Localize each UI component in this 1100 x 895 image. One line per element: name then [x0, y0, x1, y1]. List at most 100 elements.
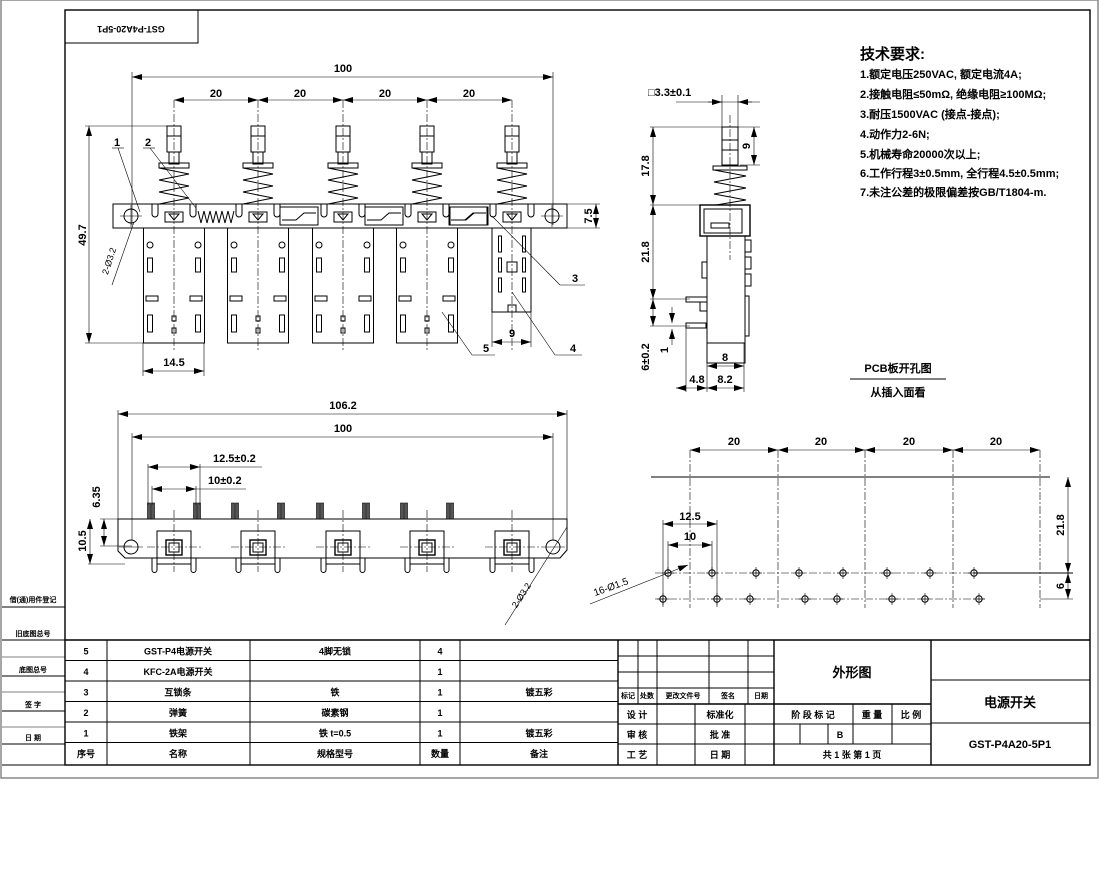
terminal-pin — [147, 502, 151, 520]
interlock-slider — [449, 206, 489, 226]
bom-cell-spec: 碳素钢 — [321, 707, 348, 718]
bom-cell-seq: 4 — [83, 667, 88, 677]
bom-cell-spec: 铁 t=0.5 — [319, 728, 351, 739]
terminal — [255, 327, 261, 334]
body-hole — [399, 241, 407, 249]
sheet-count: 共 1 张 第 1 页 — [823, 749, 882, 760]
body-slot — [442, 295, 456, 302]
interlock-cam — [451, 212, 485, 221]
terminal-pin — [193, 502, 197, 520]
dim-stem-length: 9 — [741, 143, 753, 149]
pcb-hole-layout: PCB板开孔图 从插入面看 20 20 20 20 21.8 6 12.5 10… — [589, 361, 1073, 608]
bom-cell-name: 弹簧 — [169, 707, 187, 718]
date-label: 日 期 — [710, 749, 731, 760]
tech-item: 3.耐压1500VAC (接点-接点); — [860, 107, 1000, 121]
return-spring — [411, 167, 443, 205]
stamp-label: 签 字 — [24, 700, 41, 709]
body-hole — [363, 241, 371, 249]
bom-cell-name: 铁架 — [169, 728, 187, 739]
body-slot — [279, 257, 285, 273]
body-slot — [498, 235, 502, 253]
body-hole — [315, 241, 323, 249]
stamp-label: 日 期 — [25, 733, 41, 742]
pcb-pitch: 20 — [815, 436, 827, 448]
body-window — [506, 261, 518, 273]
body-slot — [522, 235, 526, 253]
bom-header-seq: 序号 — [77, 748, 95, 759]
body-hole — [194, 241, 202, 249]
dim-holes: 2-Ø3.2 — [510, 581, 533, 610]
tech-item: 7.未注公差的极限偏差按GB/T1804-m. — [860, 185, 1046, 199]
body-slot — [522, 257, 526, 273]
terminal-pin — [366, 502, 370, 520]
bom-cell-qty: 1 — [437, 688, 442, 698]
process-label: 工 艺 — [627, 749, 648, 760]
body-slot — [316, 314, 322, 333]
bom-cell-qty: 1 — [437, 667, 442, 677]
terminal — [507, 304, 517, 313]
drawing-number: GST-P4A20-5P1 — [969, 739, 1052, 751]
rev-header: 日期 — [754, 691, 768, 700]
mounting-leg — [235, 558, 242, 573]
mounting-leg — [274, 558, 281, 573]
interlock-slider — [364, 206, 404, 226]
dim-holes: 2-Ø3.2 — [100, 246, 118, 275]
dim-10: 10±0.2 — [208, 475, 242, 487]
pcb-pitch: 20 — [990, 436, 1002, 448]
dim-body-width: 14.5 — [163, 357, 184, 369]
switch-footprint — [231, 502, 285, 573]
rev-header: 标记 — [620, 691, 635, 700]
dim-8: 8 — [722, 352, 728, 364]
dim-6-35: 6.35 — [91, 486, 103, 507]
pcb-dim-21-8: 21.8 — [1055, 514, 1067, 535]
body-hole — [447, 241, 455, 249]
bom-cell-seq: 1 — [83, 729, 88, 739]
bom-cell-seq: 5 — [83, 647, 88, 657]
body-slot — [231, 257, 237, 273]
body-slot — [314, 295, 328, 302]
bom-cell-seq: 2 — [83, 708, 88, 718]
push-switch — [227, 100, 289, 352]
terminal — [340, 327, 346, 334]
body-slot — [364, 257, 370, 273]
dim-pitch: 20 — [210, 88, 222, 100]
body-slot — [398, 295, 412, 302]
bom-header-qty: 数量 — [431, 748, 449, 759]
interlock-cam — [367, 212, 401, 221]
body-slot — [522, 277, 526, 293]
mounting-leg — [528, 558, 535, 573]
technical-requirements: 技术要求: 1.额定电压250VAC, 额定电流4A; 2.接触电阻≤50mΩ,… — [860, 45, 1059, 199]
terminal-pin — [197, 502, 201, 520]
rev-header: 签名 — [720, 691, 735, 700]
bom-cell-qty: 4 — [437, 647, 442, 657]
push-switch — [396, 100, 458, 352]
bom-cell-qty: 1 — [437, 708, 442, 718]
terminal-pin — [450, 502, 454, 520]
body-hole — [230, 241, 238, 249]
bom-cell-note: 镀五彩 — [525, 687, 552, 698]
body-slot — [316, 257, 322, 273]
return-spring — [496, 167, 528, 205]
review-label: 审 核 — [627, 729, 648, 740]
dim-6: 6±0.2 — [640, 343, 652, 370]
terminal — [171, 315, 177, 322]
terminal — [424, 327, 430, 334]
terminal-pin — [277, 502, 281, 520]
switch-footprint — [147, 502, 201, 573]
stamp-label: 借(通)用件登记 — [9, 595, 57, 604]
bom-cell-name: 互锁条 — [164, 687, 192, 698]
bom-cell-note: 镀五彩 — [525, 728, 552, 739]
rev-header: 更改文件号 — [666, 691, 701, 700]
interlock-slider — [448, 206, 488, 226]
pcb-subtitle: 从插入面看 — [871, 385, 926, 399]
tech-item: 1.额定电压250VAC, 额定电流4A; — [860, 67, 1022, 81]
switch-body — [312, 227, 374, 344]
return-spring — [242, 167, 274, 205]
dim-stem-size: □3.3±0.1 — [648, 87, 691, 99]
callout-2: 2 — [145, 137, 151, 149]
return-spring — [158, 167, 190, 205]
product-name: 电源开关 — [984, 695, 1036, 710]
dim-21-8: 21.8 — [640, 241, 652, 262]
